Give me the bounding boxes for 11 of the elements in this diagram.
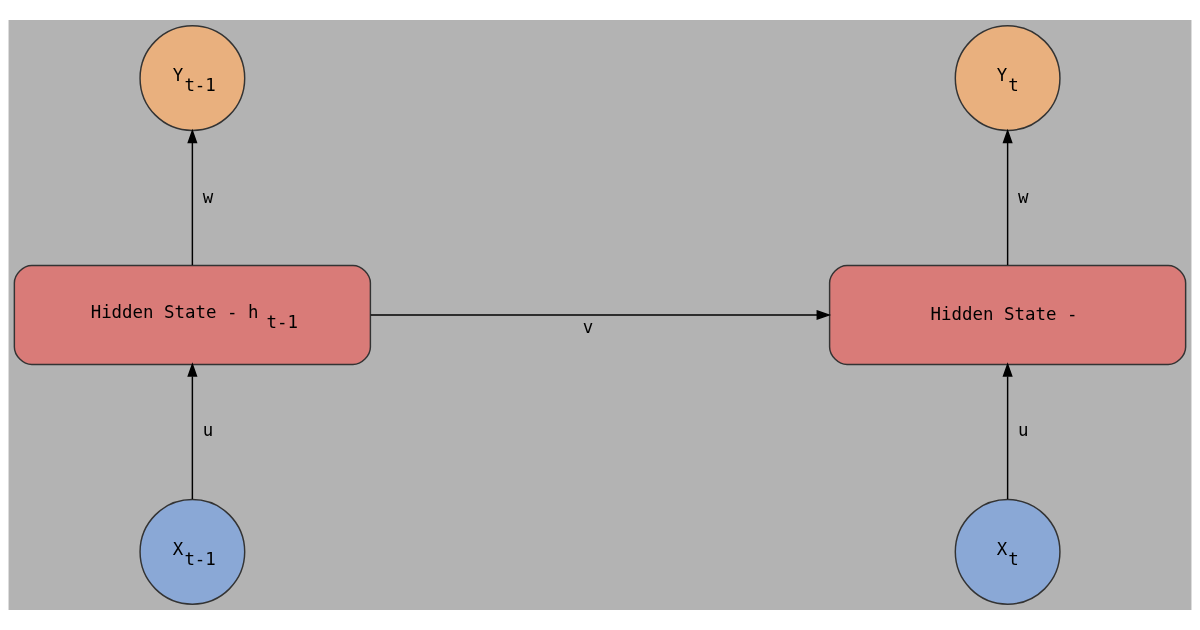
arrow — [1002, 362, 1013, 500]
arrow — [1002, 128, 1013, 266]
edge-label: w — [1018, 186, 1029, 207]
node-box: Hidden State - — [828, 264, 1187, 366]
arrow — [370, 309, 832, 321]
edge-label: u — [202, 420, 214, 441]
edge-label: v — [582, 317, 594, 338]
edge-label: u — [1018, 420, 1029, 441]
edge-label: w — [202, 186, 214, 207]
arrow — [187, 362, 198, 500]
arrow — [187, 128, 198, 266]
